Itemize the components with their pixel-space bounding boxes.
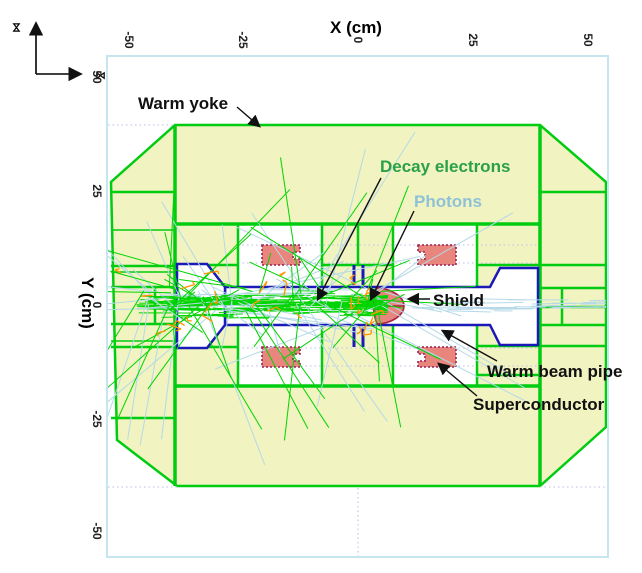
warm-beam-pipe-label: Warm beam pipe bbox=[487, 362, 622, 381]
y-tick-label: 50 bbox=[90, 70, 104, 84]
annotation-arrows bbox=[236, 106, 498, 397]
decay-electrons-arrow bbox=[316, 177, 382, 302]
superconductor-coil-upper-right bbox=[417, 244, 457, 266]
photons-arrow bbox=[369, 210, 415, 302]
x-tick-label: -25 bbox=[236, 31, 250, 49]
y-tick-label: 25 bbox=[90, 184, 104, 198]
warm-beam-pipe-arrow bbox=[440, 329, 498, 362]
superconductor-arrow bbox=[437, 362, 478, 397]
y-axis-title: Y (cm) bbox=[78, 277, 97, 329]
warm-yoke-arrow bbox=[236, 106, 261, 128]
y-tick-label: 0 bbox=[90, 302, 104, 309]
shield-label: Shield bbox=[433, 291, 484, 310]
photons-label: Photons bbox=[414, 192, 482, 211]
y-tick-label: -50 bbox=[90, 522, 104, 540]
superconductor-coil-lower-right bbox=[417, 346, 457, 368]
axis-gizmo bbox=[28, 21, 83, 82]
gizmo-horizontal-axis-glyph: ⋈ bbox=[95, 69, 106, 82]
x-axis-title: X (cm) bbox=[330, 18, 382, 37]
x-tick-label: 25 bbox=[466, 33, 480, 47]
superconductor-label: Superconductor bbox=[473, 395, 605, 414]
x-tick-label: -50 bbox=[122, 31, 136, 49]
decay-electrons-label: Decay electrons bbox=[380, 157, 510, 176]
x-tick-label: 0 bbox=[351, 37, 365, 44]
y-tick-label: -25 bbox=[90, 410, 104, 428]
x-tick-label: 50 bbox=[581, 33, 595, 47]
superconductor-coil-upper-left bbox=[261, 244, 301, 266]
gizmo-vertical-axis-glyph: ⋈ bbox=[10, 22, 23, 33]
warm-yoke-label: Warm yoke bbox=[138, 94, 228, 113]
plot-frame bbox=[106, 55, 609, 558]
